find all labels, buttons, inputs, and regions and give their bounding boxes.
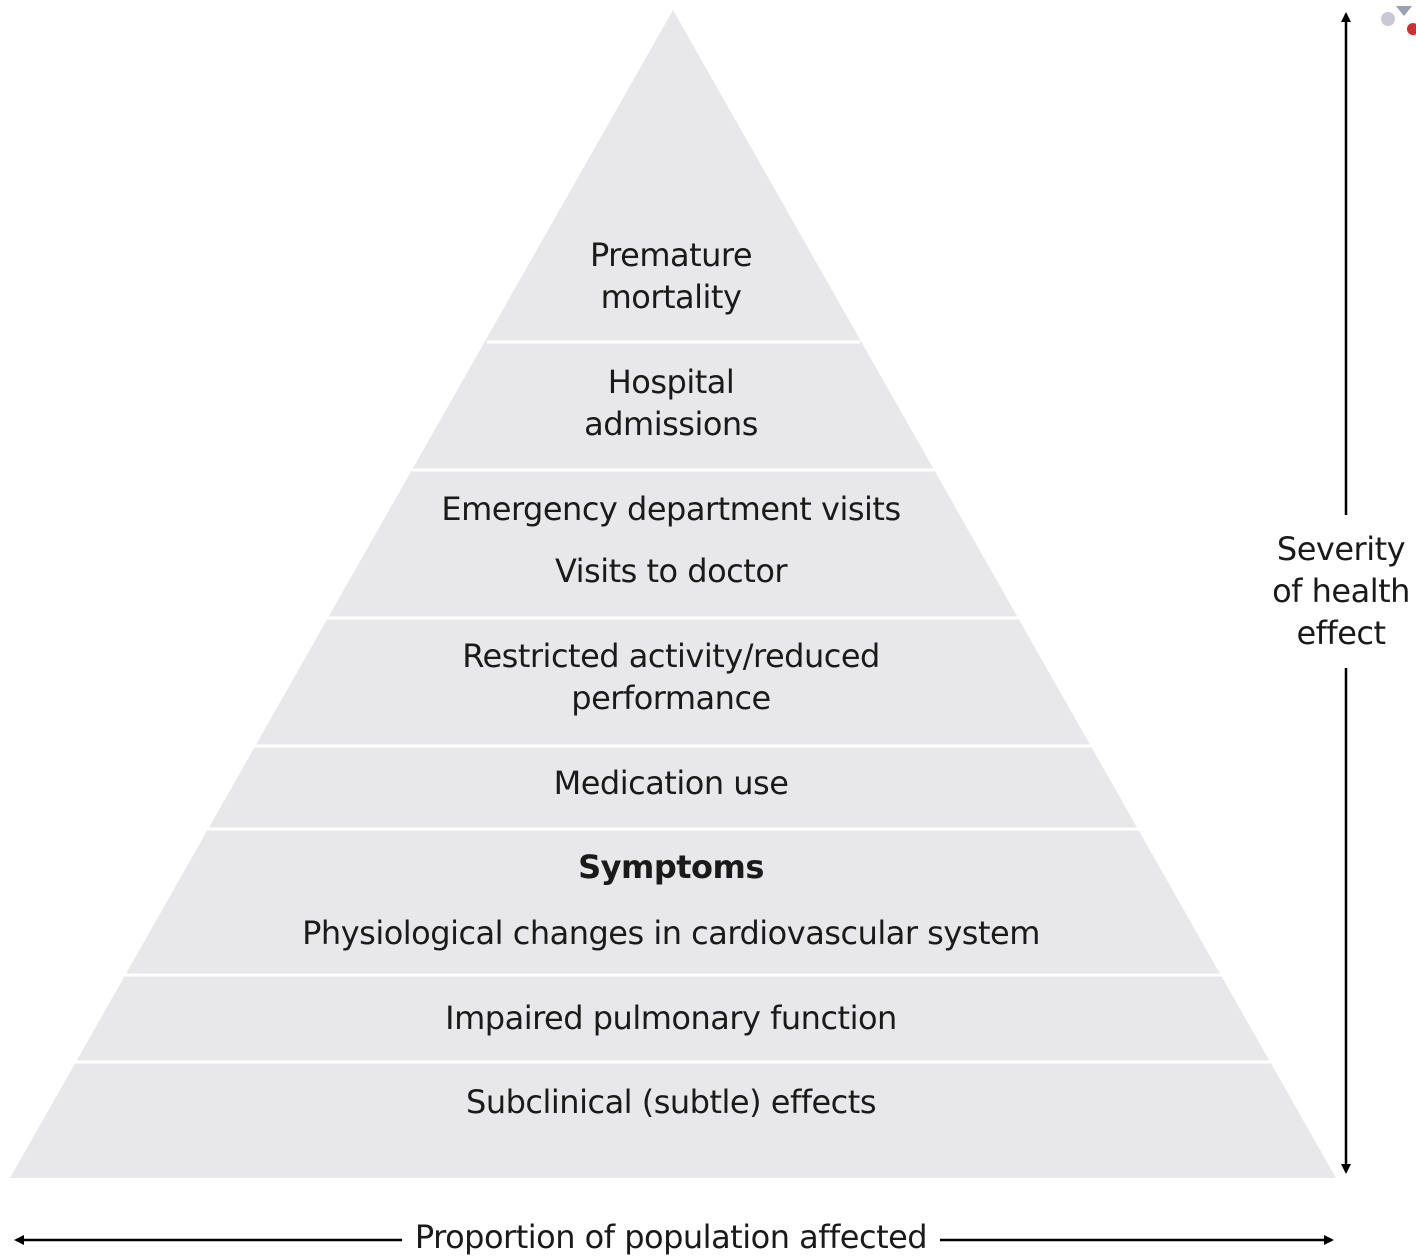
level-label-line: Restricted activity/reduced — [462, 637, 880, 675]
pyramid-shape — [10, 10, 1336, 1178]
level-label-line: Medication use — [553, 764, 789, 802]
level-label-line: Physiological changes in cardiovascular … — [302, 914, 1040, 952]
level-label-line: Symptoms — [578, 848, 764, 886]
pyramid-dividers — [75, 340, 1271, 1064]
level-subclinical-effects: Subclinical (subtle) effects — [421, 1081, 921, 1123]
level-label-line: Premature — [589, 236, 753, 274]
level-medication-use: Medication use — [471, 762, 871, 804]
axis-label-line: of health — [1272, 572, 1410, 610]
severity-axis-label: Severity of health effect — [1266, 528, 1416, 654]
axis-label-line: Severity — [1276, 530, 1406, 568]
level-label-line: mortality — [600, 278, 742, 316]
level-premature-mortality: Premature mortality — [571, 234, 771, 318]
level-emergency-visits: Emergency department visits Visits to do… — [421, 488, 921, 592]
level-label-line: admissions — [584, 405, 758, 443]
slide-decoration-icon — [1381, 6, 1416, 35]
level-impaired-pulmonary: Impaired pulmonary function — [421, 997, 921, 1039]
level-label-line: Emergency department visits — [441, 490, 901, 528]
level-restricted-activity: Restricted activity/reduced performance — [421, 635, 921, 719]
level-hospital-admissions: Hospital admissions — [571, 361, 771, 445]
level-label-line: Hospital — [607, 363, 735, 401]
level-label-line: Visits to doctor — [554, 552, 788, 590]
axis-label-line: effect — [1296, 614, 1386, 652]
level-symptoms: Symptoms Physiological changes in cardio… — [271, 846, 1071, 954]
level-label-line: Subclinical (subtle) effects — [466, 1083, 876, 1121]
population-axis-label: Proportion of population affected — [404, 1216, 938, 1258]
level-label-line: Impaired pulmonary function — [445, 999, 897, 1037]
level-label-line: performance — [571, 679, 771, 717]
